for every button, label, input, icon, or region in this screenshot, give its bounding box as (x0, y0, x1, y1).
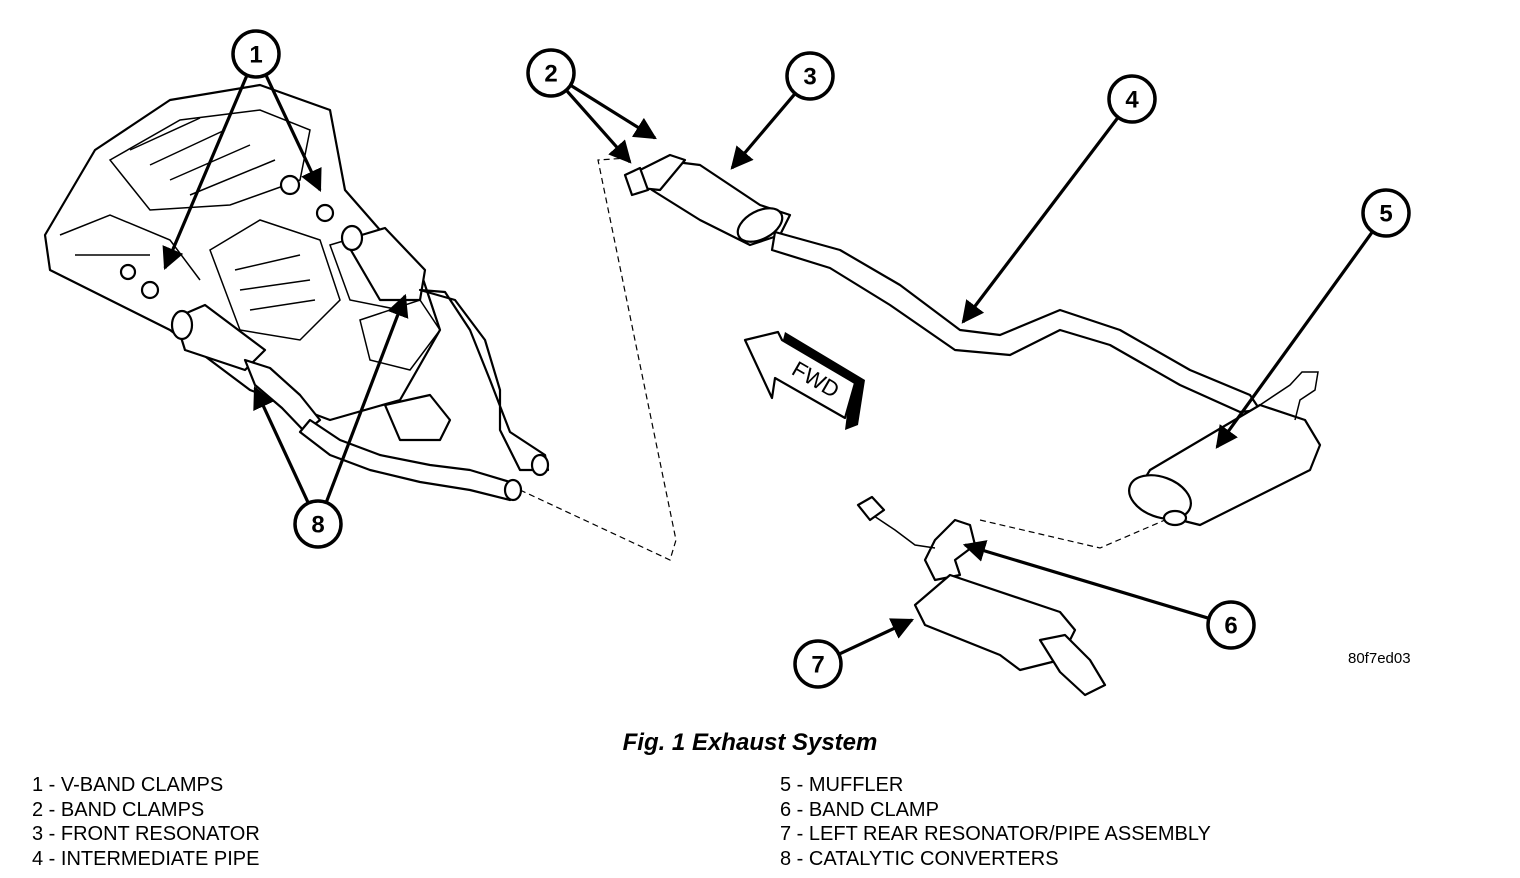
legend-item: 3 - FRONT RESONATOR (32, 823, 260, 846)
callout-6: 6 (1206, 600, 1256, 650)
leader-arrow (730, 93, 796, 170)
legend-item: 6 - BAND CLAMP (780, 798, 939, 821)
front-resonator (623, 153, 792, 247)
legend-item: 4 - INTERMEDIATE PIPE (32, 847, 260, 870)
figure-code: 80f7ed03 (1348, 650, 1411, 667)
leader-arrow (962, 540, 1209, 620)
leader-arrow (839, 618, 915, 656)
leader-arrow (264, 75, 322, 193)
callout-number: 7 (811, 652, 824, 679)
left-rear-resonator (856, 495, 1107, 697)
callout-1: 1 (231, 29, 281, 79)
callout-number: 8 (311, 512, 324, 539)
callout-number: 4 (1125, 87, 1139, 114)
callout-circle (231, 29, 281, 79)
legend-item: 2 - BAND CLAMPS (32, 798, 205, 821)
leader-arrow (162, 75, 249, 271)
callout-circle (1107, 74, 1157, 124)
callout-7: 7 (793, 639, 843, 689)
figure-caption: Fig. 1 Exhaust System (622, 729, 878, 756)
legend-right: 5 - MUFFLER 6 - BAND CLAMP 7 - LEFT REAR… (780, 773, 1211, 871)
callout-5: 5 (1361, 188, 1411, 238)
callouts: 1 2 3 4 5 6 7 8 (231, 29, 1411, 689)
leader-arrow (570, 84, 657, 140)
callout-number: 6 (1224, 613, 1237, 640)
legend-item: 7 - LEFT REAR RESONATOR/PIPE ASSEMBLY (780, 823, 1211, 846)
leader-arrow (253, 385, 310, 503)
fwd-arrow: FWD (743, 330, 865, 430)
catalytic-converters (170, 224, 550, 502)
callout-circle (293, 499, 343, 549)
leader-arrow (325, 293, 409, 503)
callout-circle (785, 51, 835, 101)
callout-number: 1 (249, 42, 262, 69)
callout-circle (526, 48, 576, 98)
callout-number: 3 (803, 64, 816, 91)
legend-item: 5 - MUFFLER (780, 774, 904, 796)
exhaust-system-diagram: FWD 1 2 3 4 5 6 7 8 (43, 29, 1411, 697)
callout-8: 8 (293, 499, 343, 549)
leader-arrow (565, 89, 632, 164)
leader-arrow (1215, 231, 1374, 449)
callout-number: 2 (544, 61, 557, 88)
engine-assembly (43, 83, 442, 422)
callout-3: 3 (785, 51, 835, 101)
legend-left: 1 - V-BAND CLAMPS 2 - BAND CLAMPS 3 - FR… (32, 773, 260, 871)
callout-number: 5 (1379, 201, 1392, 228)
callout-2: 2 (526, 48, 576, 98)
callout-circle (1206, 600, 1256, 650)
legend-item: 8 - CATALYTIC CONVERTERS (780, 847, 1059, 870)
leader-lines (162, 75, 1374, 656)
connection-lines (519, 157, 1166, 561)
callout-circle (1361, 188, 1411, 238)
muffler (1128, 371, 1322, 527)
leader-arrow (961, 117, 1119, 324)
callout-circle (793, 639, 843, 689)
legend-item: 1 - V-BAND CLAMPS (32, 774, 224, 796)
callout-4: 4 (1107, 74, 1157, 124)
